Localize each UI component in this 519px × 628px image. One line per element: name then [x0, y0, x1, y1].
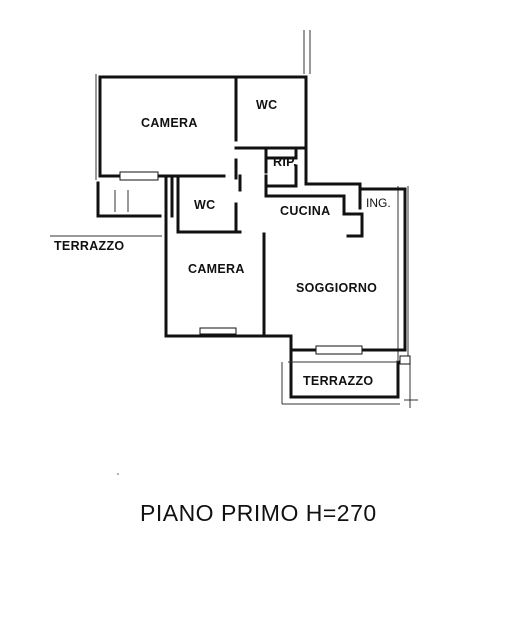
room-label-terrazzo-left: TERRAZZO	[54, 239, 124, 253]
interior-walls	[170, 75, 364, 338]
scan-speck	[117, 473, 119, 475]
floor-caption: PIANO PRIMO H=270	[140, 500, 377, 526]
windows	[119, 171, 411, 365]
terrace-bottom	[281, 348, 400, 405]
room-label-wc-top: WC	[256, 98, 277, 112]
room-label-rip: RIP.	[273, 155, 297, 169]
room-label-cucina: CUCINA	[280, 204, 330, 218]
room-label-camera-top: CAMERA	[141, 116, 198, 130]
room-label-soggiorno: SOGGIORNO	[296, 281, 377, 295]
room-label-terrazzo-bottom: TERRAZZO	[303, 374, 373, 388]
room-label-camera-bottom: CAMERA	[188, 262, 245, 276]
room-label-wc-left: WC	[194, 198, 215, 212]
room-label-ing: ING.	[366, 196, 391, 210]
context-lines	[95, 30, 418, 408]
